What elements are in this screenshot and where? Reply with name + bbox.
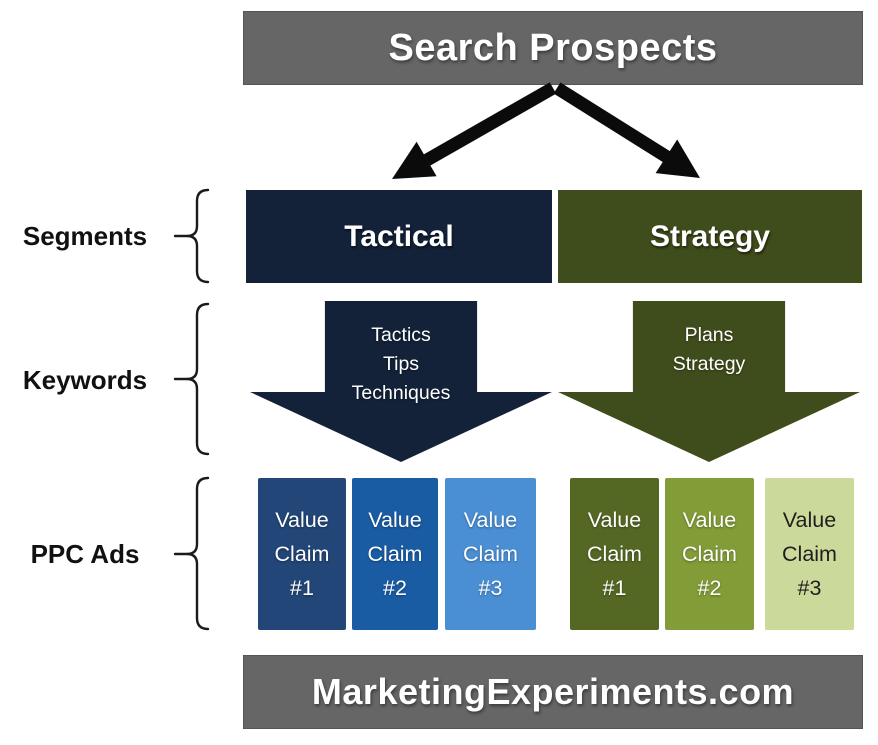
ppc-ad-value-claim-1-tactical: Value Claim #1 [258,478,346,630]
brace-icon-segments [173,188,210,284]
header-title: Search Prospects [388,26,718,69]
keyword-line: Plans [684,324,734,346]
ppc-ad-value-claim-3-tactical: Value Claim #3 [445,478,536,630]
ppc-ad-value-claim-3-strategy: Value Claim #3 [765,478,854,630]
segment-label-strategy: Strategy [649,219,771,253]
value-claim-line: #1 [602,576,627,600]
value-claim-line: Value [275,508,329,532]
brace-icon-ppc-ads [173,476,210,631]
value-claim-line: Claim [367,542,423,566]
value-claim-line: Claim [682,542,737,566]
value-claim-line: Value [463,508,518,532]
arrow-right-head [655,139,700,178]
row-label-keywords: Keywords [22,364,148,395]
segment-label-tactical: Tactical [344,219,454,253]
keyword-arrow-strategy: Plans Strategy [558,301,860,462]
segment-box-tactical: Tactical [246,190,552,283]
value-claim-line: Claim [587,542,642,566]
value-claim-line: #2 [697,576,722,600]
ppc-ad-value-claim-2-strategy: Value Claim #2 [665,478,754,630]
keyword-line: Tactics [371,324,431,346]
keyword-line: Techniques [351,382,451,404]
value-claim-line: #3 [797,576,822,600]
ppc-ad-value-claim-1-strategy: Value Claim #1 [570,478,659,630]
arrow-left-shaft [423,82,557,166]
brace-curve [186,188,210,284]
brace-curve [186,302,210,456]
footer-title: MarketingExperiments.com [311,671,795,712]
row-label-ppc-ads: PPC Ads [30,539,140,569]
arrow-left-icon [392,82,557,179]
value-claim-line: Claim [463,542,518,566]
footer-bar: MarketingExperiments.com [243,655,863,729]
brace-icon-keywords [173,302,210,456]
brace-curve [186,476,210,631]
arrow-right-icon [553,82,700,178]
row-label-segments: Segments [22,221,148,251]
value-claim-line: Claim [782,542,837,566]
segment-box-strategy: Strategy [558,190,862,283]
value-claim-line: Value [682,508,737,532]
value-claim-line: Value [368,508,422,532]
value-claim-line: Value [782,508,837,532]
keyword-arrow-tactical: Tactics Tips Techniques [250,301,552,462]
value-claim-line: Claim [274,542,330,566]
ppc-ad-value-claim-2-tactical: Value Claim #2 [352,478,438,630]
arrow-right-shaft [553,82,671,163]
value-claim-line: #2 [383,576,407,600]
keyword-line: Strategy [672,353,746,375]
header-bar: Search Prospects [243,11,863,85]
arrow-left-head [392,141,437,179]
value-claim-line: #1 [290,576,314,600]
value-claim-line: Value [587,508,642,532]
value-claim-line: #3 [478,576,503,600]
keyword-line: Tips [382,353,420,375]
